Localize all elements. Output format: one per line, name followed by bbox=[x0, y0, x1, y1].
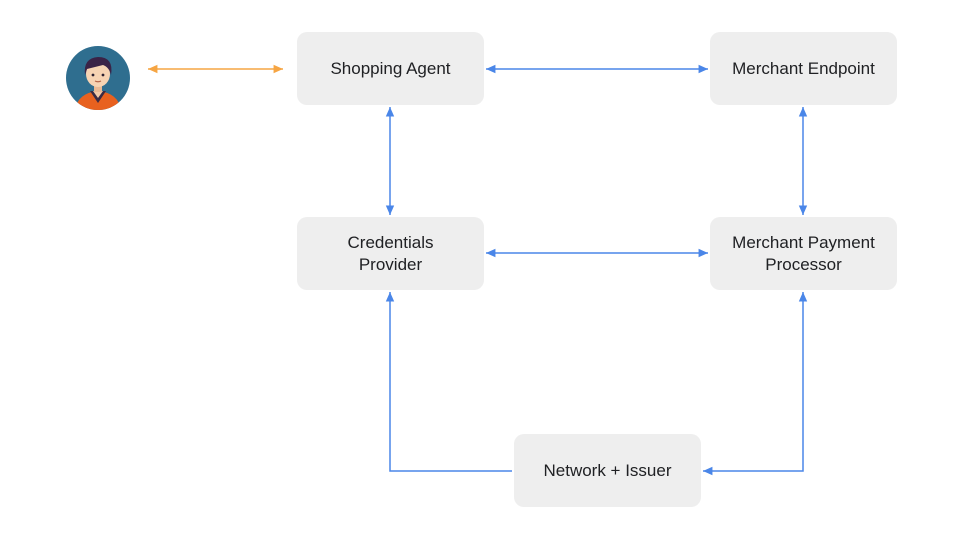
link-merchant-processor-network bbox=[703, 292, 808, 476]
network-issuer-label: Network + Issuer bbox=[543, 460, 672, 480]
shopping-agent-label: Shopping Agent bbox=[330, 58, 451, 78]
link-network-credentials-provider bbox=[385, 292, 512, 472]
shopping-agent-node: Shopping Agent bbox=[297, 32, 484, 105]
merchant-endpoint-node: Merchant Endpoint bbox=[710, 32, 897, 105]
user-avatar-icon bbox=[66, 46, 130, 110]
network-issuer-node: Network + Issuer bbox=[514, 434, 701, 507]
merchant-payment-processor-label-line1: Merchant Payment bbox=[732, 232, 875, 252]
credentials-provider-node: Credentials Provider bbox=[297, 217, 484, 290]
credentials-provider-label-line1: Credentials bbox=[347, 232, 434, 252]
merchant-payment-processor-node: Merchant Payment Processor bbox=[710, 217, 897, 290]
merchant-endpoint-label: Merchant Endpoint bbox=[732, 58, 875, 78]
merchant-payment-processor-label-line2: Processor bbox=[765, 254, 842, 274]
credentials-provider-label-line2: Provider bbox=[358, 254, 423, 274]
